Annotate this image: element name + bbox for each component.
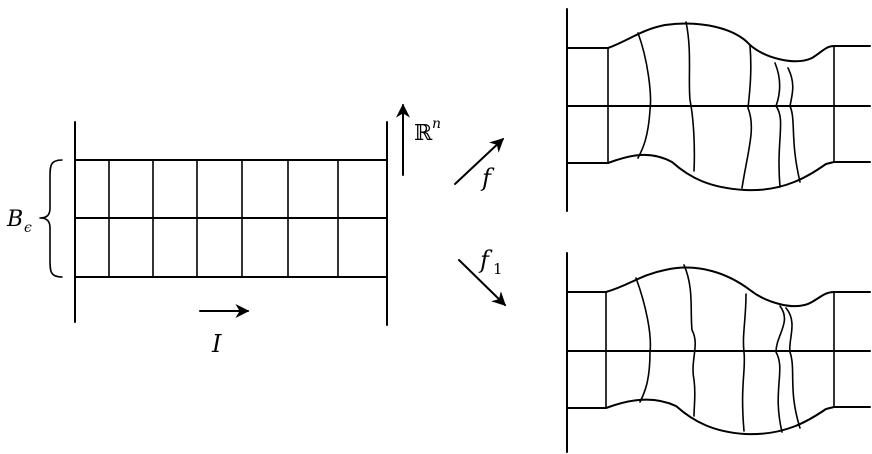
deformed-tube-f1 <box>566 252 871 453</box>
map-f1-label-subscript: 1 <box>493 260 503 278</box>
deformed-tube-f <box>566 8 871 212</box>
grid-divider <box>785 307 801 429</box>
ball-brace <box>39 159 63 278</box>
map-f1: f 1 <box>458 246 507 306</box>
space-label: ℝ <box>414 121 433 146</box>
map-f1-label: f <box>478 246 493 274</box>
interval-label: I <box>211 330 222 358</box>
space-label-superscript: n <box>432 116 441 132</box>
grid-divider <box>685 21 696 172</box>
ball-label: B <box>6 207 23 232</box>
grid-divider <box>741 45 753 189</box>
grid-divider <box>775 305 786 433</box>
bottom-edge <box>566 398 871 436</box>
grid-divider <box>637 32 652 159</box>
ball-label-subscript: ϵ <box>24 220 32 236</box>
down-right-arrow-icon <box>458 259 507 306</box>
grid-divider <box>683 264 696 417</box>
bottom-edge <box>566 153 871 192</box>
undeformed-tube: B ϵ I ℝ n <box>6 103 441 358</box>
grid-divider <box>635 277 652 403</box>
grid-divider <box>741 293 747 432</box>
up-right-arrow-icon <box>454 138 505 185</box>
map-f: f <box>454 138 505 192</box>
grid-dividers <box>108 159 339 278</box>
map-f-label: f <box>480 164 495 192</box>
top-edge <box>566 22 871 63</box>
top-edge <box>566 266 871 307</box>
grid-divider <box>774 62 782 188</box>
grid-divider <box>787 67 801 183</box>
